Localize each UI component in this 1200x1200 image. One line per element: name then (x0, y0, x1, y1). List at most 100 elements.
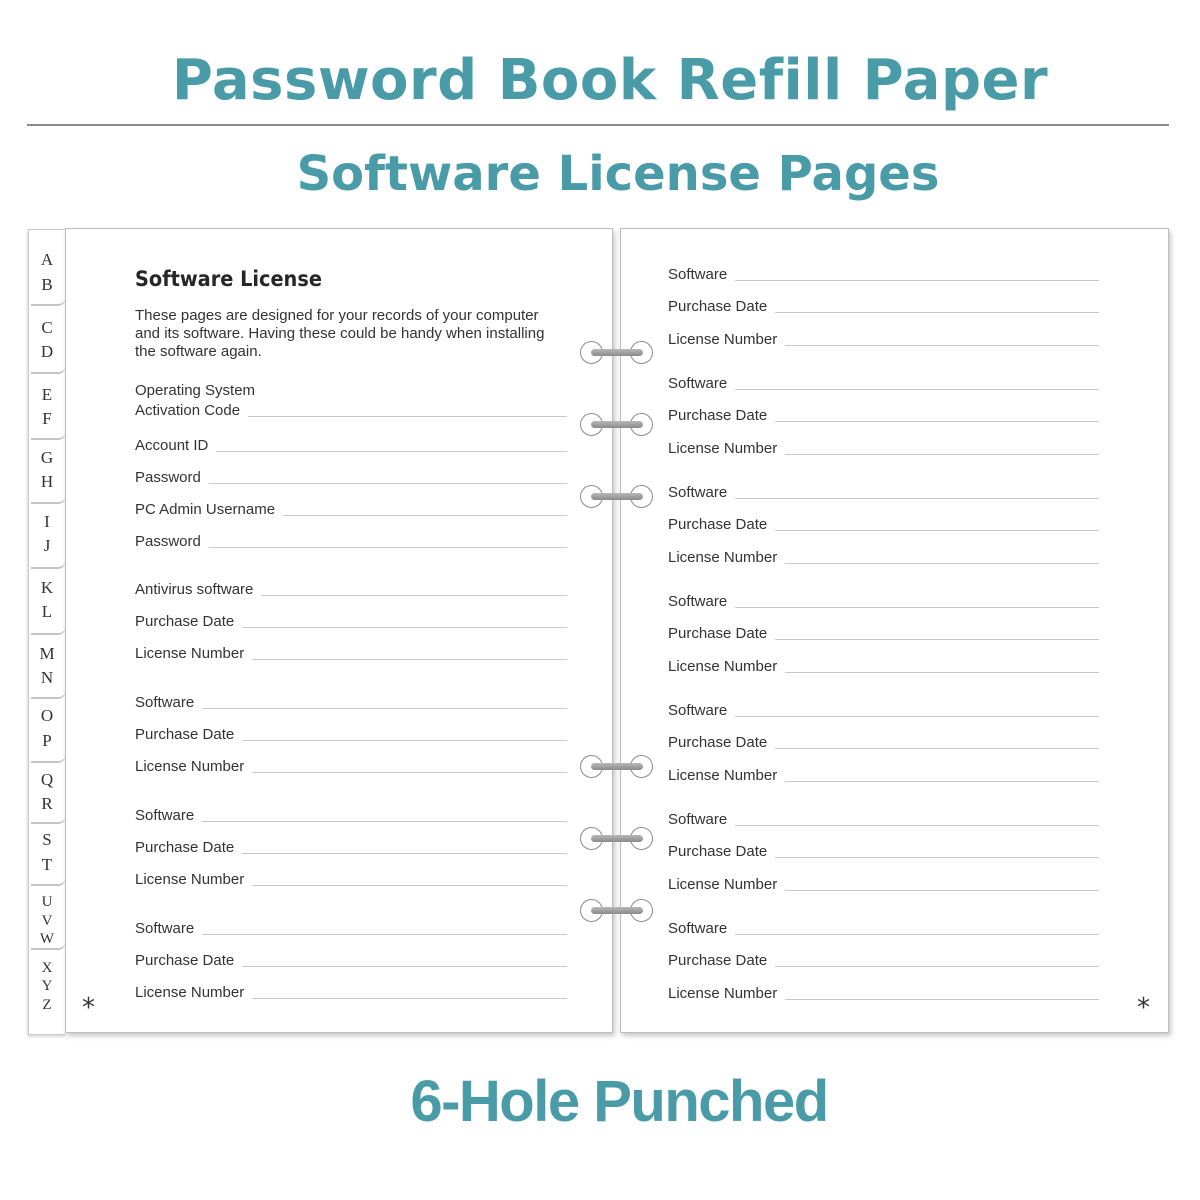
alphabet-tab[interactable]: Y (41, 978, 53, 994)
write-in-line[interactable] (202, 934, 567, 935)
write-in-line[interactable] (775, 966, 1099, 967)
write-in-line[interactable] (775, 421, 1099, 422)
write-in-line[interactable] (252, 659, 567, 660)
alphabet-tab[interactable]: A (40, 250, 54, 269)
write-in-line[interactable] (785, 672, 1099, 673)
form-field[interactable]: Software (668, 482, 1099, 502)
alphabet-tab[interactable]: V (41, 913, 53, 929)
alphabet-tab[interactable]: L (41, 602, 53, 621)
form-field[interactable]: Purchase Date (668, 732, 1099, 752)
form-field[interactable]: Antivirus software (135, 579, 567, 599)
form-field[interactable]: License Number (668, 438, 1099, 458)
alphabet-tab[interactable]: W (39, 931, 55, 947)
form-field[interactable]: License Number (668, 329, 1099, 349)
write-in-line[interactable] (261, 595, 567, 596)
alphabet-tab[interactable]: Z (42, 997, 52, 1013)
write-in-line[interactable] (735, 498, 1099, 499)
form-field[interactable]: Software (668, 809, 1099, 829)
form-field[interactable]: License Number (668, 874, 1099, 894)
write-in-line[interactable] (785, 563, 1099, 564)
alphabet-tab[interactable]: I (44, 512, 50, 531)
form-field[interactable]: Purchase Date (135, 724, 567, 744)
alphabet-tab[interactable]: R (41, 794, 53, 813)
write-in-line[interactable] (785, 999, 1099, 1000)
write-in-line[interactable] (785, 454, 1099, 455)
write-in-line[interactable] (252, 998, 567, 999)
form-field[interactable]: Purchase Date (135, 950, 567, 970)
write-in-line[interactable] (248, 416, 567, 417)
write-in-line[interactable] (242, 966, 567, 967)
write-in-line[interactable] (785, 781, 1099, 782)
form-field[interactable]: PC Admin Username (135, 499, 567, 519)
form-field[interactable]: License Number (668, 656, 1099, 676)
form-field[interactable]: Software (135, 692, 567, 712)
write-in-line[interactable] (735, 934, 1099, 935)
write-in-line[interactable] (242, 627, 567, 628)
alphabet-tab[interactable]: B (41, 275, 53, 294)
form-field[interactable]: Purchase Date (668, 950, 1099, 970)
write-in-line[interactable] (775, 857, 1099, 858)
form-field[interactable]: Purchase Date (135, 611, 567, 631)
write-in-line[interactable] (735, 280, 1099, 281)
form-field[interactable]: License Number (135, 643, 567, 663)
write-in-line[interactable] (202, 821, 567, 822)
form-field[interactable]: Purchase Date (668, 514, 1099, 534)
form-field[interactable]: License Number (135, 982, 567, 1002)
write-in-line[interactable] (252, 885, 567, 886)
form-field[interactable]: License Number (135, 756, 567, 776)
write-in-line[interactable] (735, 716, 1099, 717)
form-field[interactable]: License Number (135, 869, 567, 889)
alphabet-tab[interactable]: K (40, 578, 54, 597)
write-in-line[interactable] (775, 748, 1099, 749)
form-field[interactable]: Purchase Date (668, 623, 1099, 643)
alphabet-tab[interactable]: P (42, 731, 52, 750)
write-in-line[interactable] (283, 515, 567, 516)
write-in-line[interactable] (735, 825, 1099, 826)
alphabet-tab[interactable]: N (40, 668, 54, 687)
alphabet-tab[interactable]: H (40, 472, 54, 491)
alphabet-tab[interactable]: M (39, 644, 55, 663)
write-in-line[interactable] (775, 639, 1099, 640)
alphabet-tab[interactable]: U (41, 894, 53, 910)
alphabet-tab[interactable]: D (40, 342, 54, 361)
alphabet-tab[interactable]: G (40, 448, 54, 467)
write-in-line[interactable] (202, 708, 567, 709)
alphabet-tab[interactable]: C (41, 318, 53, 337)
write-in-line[interactable] (242, 740, 567, 741)
form-field[interactable]: Password (135, 467, 567, 487)
form-field[interactable]: Activation Code (135, 400, 567, 420)
form-field[interactable]: Purchase Date (668, 405, 1099, 425)
alphabet-tab[interactable]: J (43, 536, 51, 555)
form-field[interactable]: Purchase Date (668, 296, 1099, 316)
write-in-line[interactable] (208, 547, 567, 548)
form-field[interactable]: Purchase Date (135, 837, 567, 857)
form-field[interactable]: Software (135, 918, 567, 938)
write-in-line[interactable] (208, 483, 567, 484)
form-field[interactable]: Software (668, 918, 1099, 938)
write-in-line[interactable] (785, 345, 1099, 346)
alphabet-tab[interactable]: E (41, 385, 53, 404)
form-field[interactable]: Software (668, 264, 1099, 284)
form-field[interactable]: License Number (668, 983, 1099, 1003)
write-in-line[interactable] (252, 772, 567, 773)
alphabet-tab[interactable]: F (42, 409, 52, 428)
form-field[interactable]: Purchase Date (668, 841, 1099, 861)
write-in-line[interactable] (242, 853, 567, 854)
alphabet-tab[interactable]: T (41, 855, 53, 874)
form-field[interactable]: License Number (668, 547, 1099, 567)
form-field[interactable]: Account ID (135, 435, 567, 455)
form-field[interactable]: License Number (668, 765, 1099, 785)
form-field[interactable]: Software (668, 700, 1099, 720)
alphabet-tab[interactable]: Q (40, 770, 54, 789)
write-in-line[interactable] (775, 530, 1099, 531)
write-in-line[interactable] (735, 389, 1099, 390)
write-in-line[interactable] (785, 890, 1099, 891)
form-field[interactable]: Software (668, 591, 1099, 611)
write-in-line[interactable] (775, 312, 1099, 313)
form-field[interactable]: Software (135, 805, 567, 825)
write-in-line[interactable] (735, 607, 1099, 608)
alphabet-tab[interactable]: O (40, 706, 54, 725)
write-in-line[interactable] (216, 451, 567, 452)
form-field[interactable]: Password (135, 531, 567, 551)
alphabet-tab[interactable]: X (41, 960, 53, 976)
